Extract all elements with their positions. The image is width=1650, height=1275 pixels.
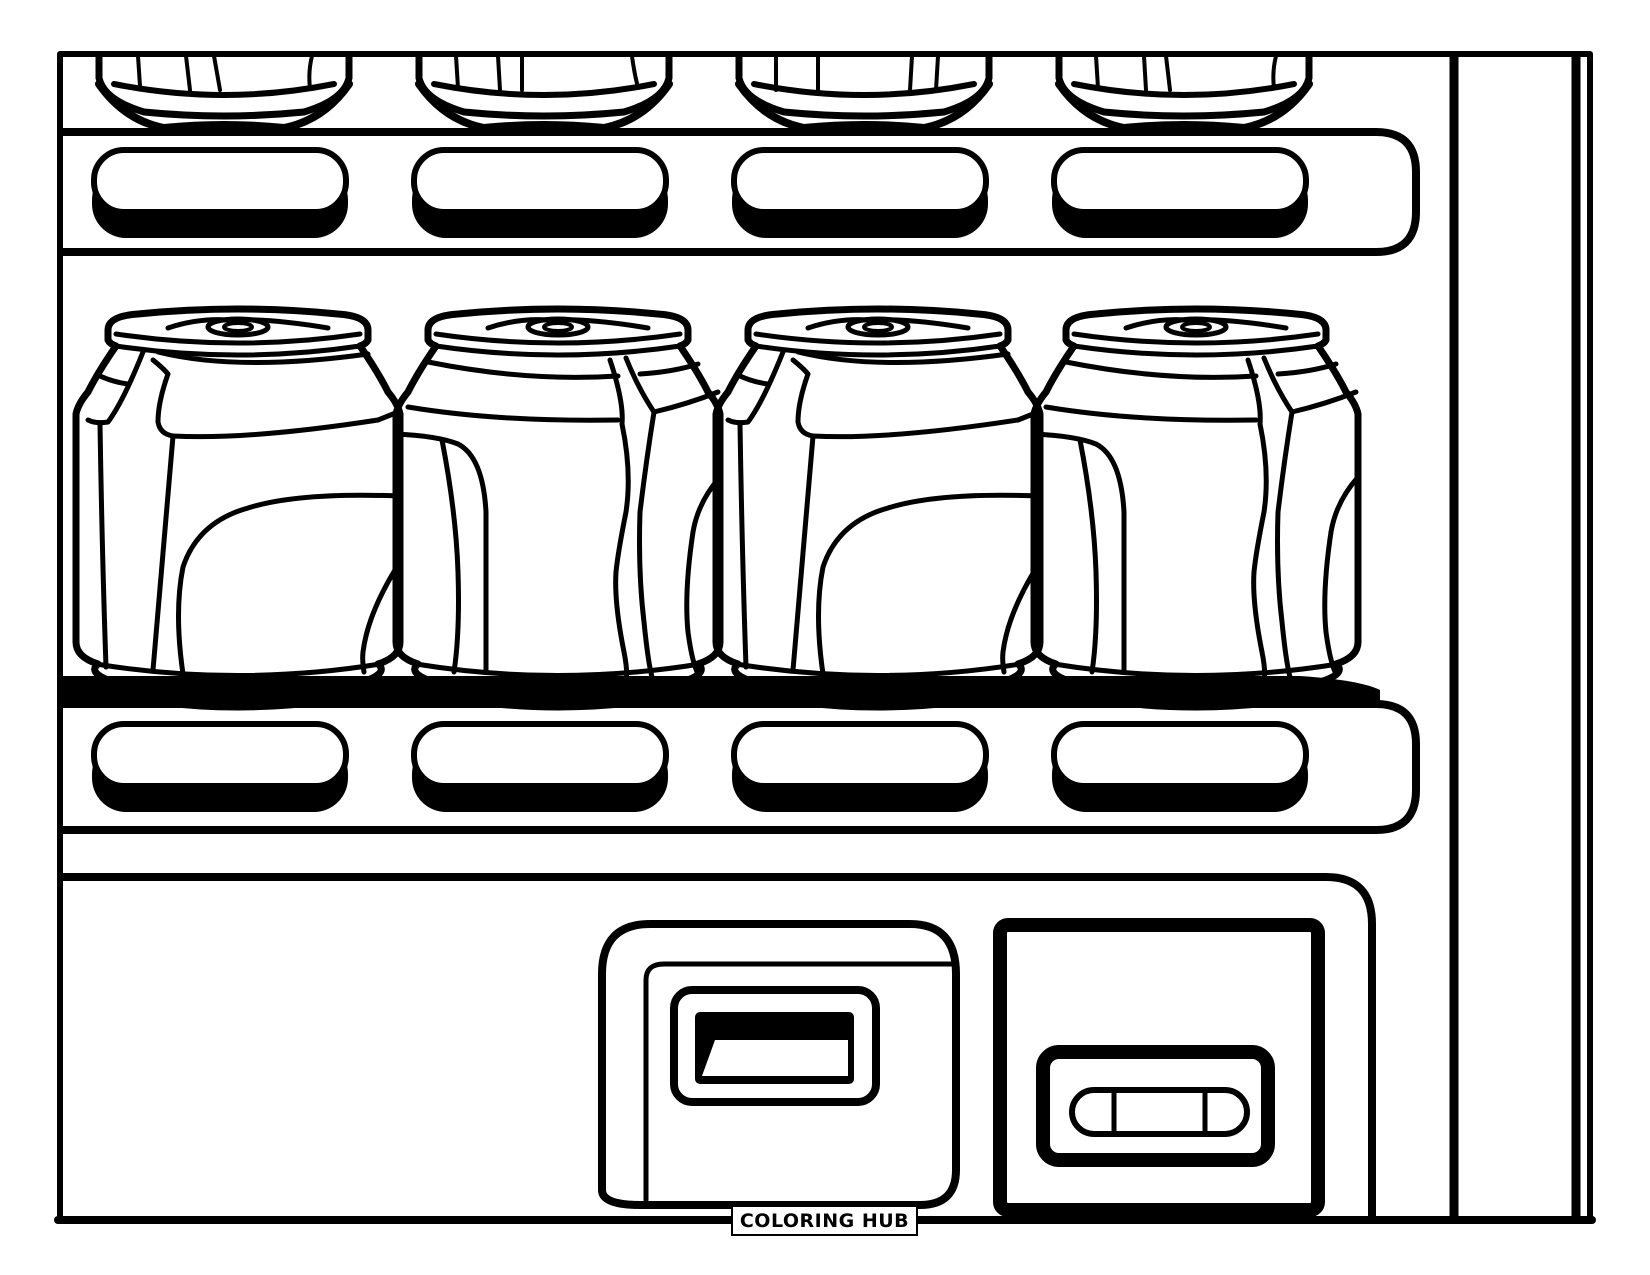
brand-label: COLORING HUB — [731, 1205, 918, 1236]
soda-can-2 — [396, 309, 720, 707]
shelf — [62, 676, 1380, 704]
selection-button-top-1[interactable] — [92, 150, 348, 238]
bill-slot[interactable] — [702, 1040, 848, 1076]
middle-row-cans — [76, 309, 1358, 707]
change-return[interactable] — [993, 918, 1325, 1217]
selection-button-top-4[interactable] — [1052, 150, 1308, 238]
bottom-panel — [58, 873, 1376, 1222]
selection-button-mid-2[interactable] — [412, 724, 668, 812]
bill-acceptor[interactable] — [598, 920, 960, 1209]
soda-can-4 — [1034, 309, 1358, 707]
selection-button-mid-3[interactable] — [732, 724, 988, 812]
top-button-panel — [58, 128, 1420, 256]
soda-can-1 — [76, 309, 400, 707]
selection-button-top-2[interactable] — [412, 150, 668, 238]
top-row-cans — [95, 52, 1313, 132]
selection-button-mid-4[interactable] — [1052, 724, 1308, 812]
selection-button-mid-1[interactable] — [92, 724, 348, 812]
soda-can-3 — [716, 309, 1040, 707]
top-selection-buttons — [92, 150, 1308, 238]
lower-selection-buttons — [92, 724, 1308, 812]
lower-button-panel — [58, 700, 1420, 834]
selection-button-top-3[interactable] — [732, 150, 988, 238]
